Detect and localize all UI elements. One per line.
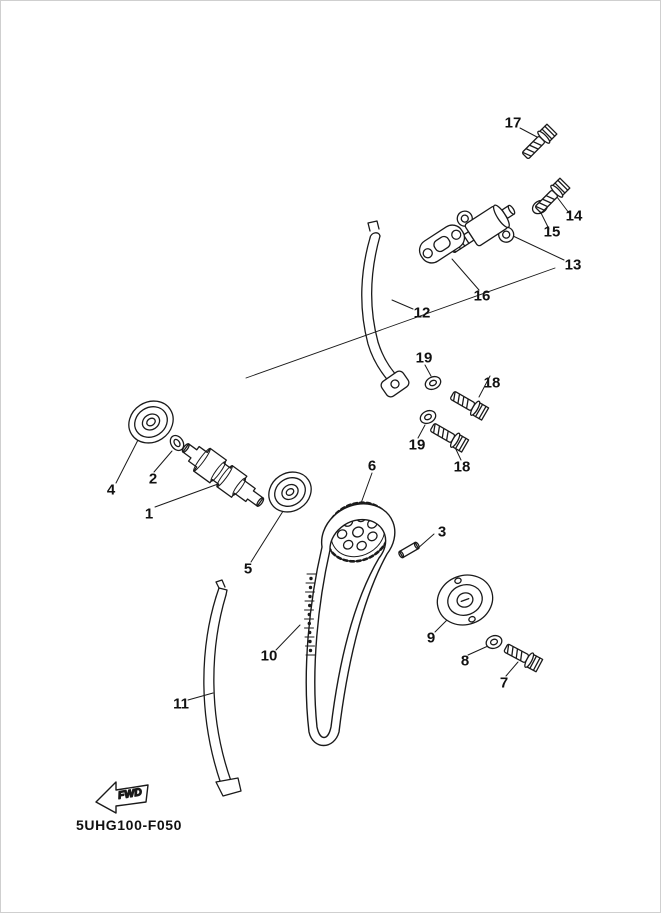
part-washer-19b [419,409,437,425]
part-bolt-18b [427,419,470,454]
callout-2: 2 [149,471,157,488]
callout-3: 3 [438,524,446,541]
callout-9: 9 [427,630,435,647]
callout-5: 5 [244,561,252,578]
part-bolt-7 [501,640,544,674]
part-chain-guide-rear [361,220,410,398]
callout-19b: 19 [409,437,426,454]
part-bolt-18a [447,387,490,422]
diagram-code: 5UHG100-F050 [76,817,182,833]
part-dowel-pin [398,541,420,559]
callout-15: 15 [544,224,561,241]
callout-19a: 19 [416,350,433,367]
part-washer-2 [169,434,185,452]
callout-labels: 17 14 15 13 16 12 19 18 19 18 4 2 1 5 6 … [107,115,583,713]
part-timing-chain [304,503,396,747]
part-chain-guide-front [203,579,242,797]
callout-18b: 18 [454,459,471,476]
part-washer-19a [424,375,442,391]
callout-18a: 18 [484,375,501,392]
part-rotor [436,574,494,626]
callout-1: 1 [145,506,153,523]
callout-10: 10 [261,648,278,665]
fwd-label: FWD [117,786,143,802]
callout-16: 16 [474,288,491,305]
callout-13: 13 [565,257,582,274]
part-tensioner-gasket [418,224,466,264]
part-camshaft [181,443,265,507]
callout-7: 7 [500,675,508,692]
callout-4: 4 [107,482,116,499]
callout-8: 8 [461,653,469,670]
callout-12: 12 [414,305,431,322]
callout-14: 14 [566,208,583,225]
callout-17: 17 [505,115,522,132]
part-washer-8 [485,634,503,650]
part-bolt-17 [518,122,559,163]
part-bearing-5 [268,471,312,513]
callout-6: 6 [368,458,376,475]
callout-11: 11 [173,696,189,713]
part-bearing-4 [128,400,174,444]
fwd-arrow-icon: FWD [95,781,149,814]
